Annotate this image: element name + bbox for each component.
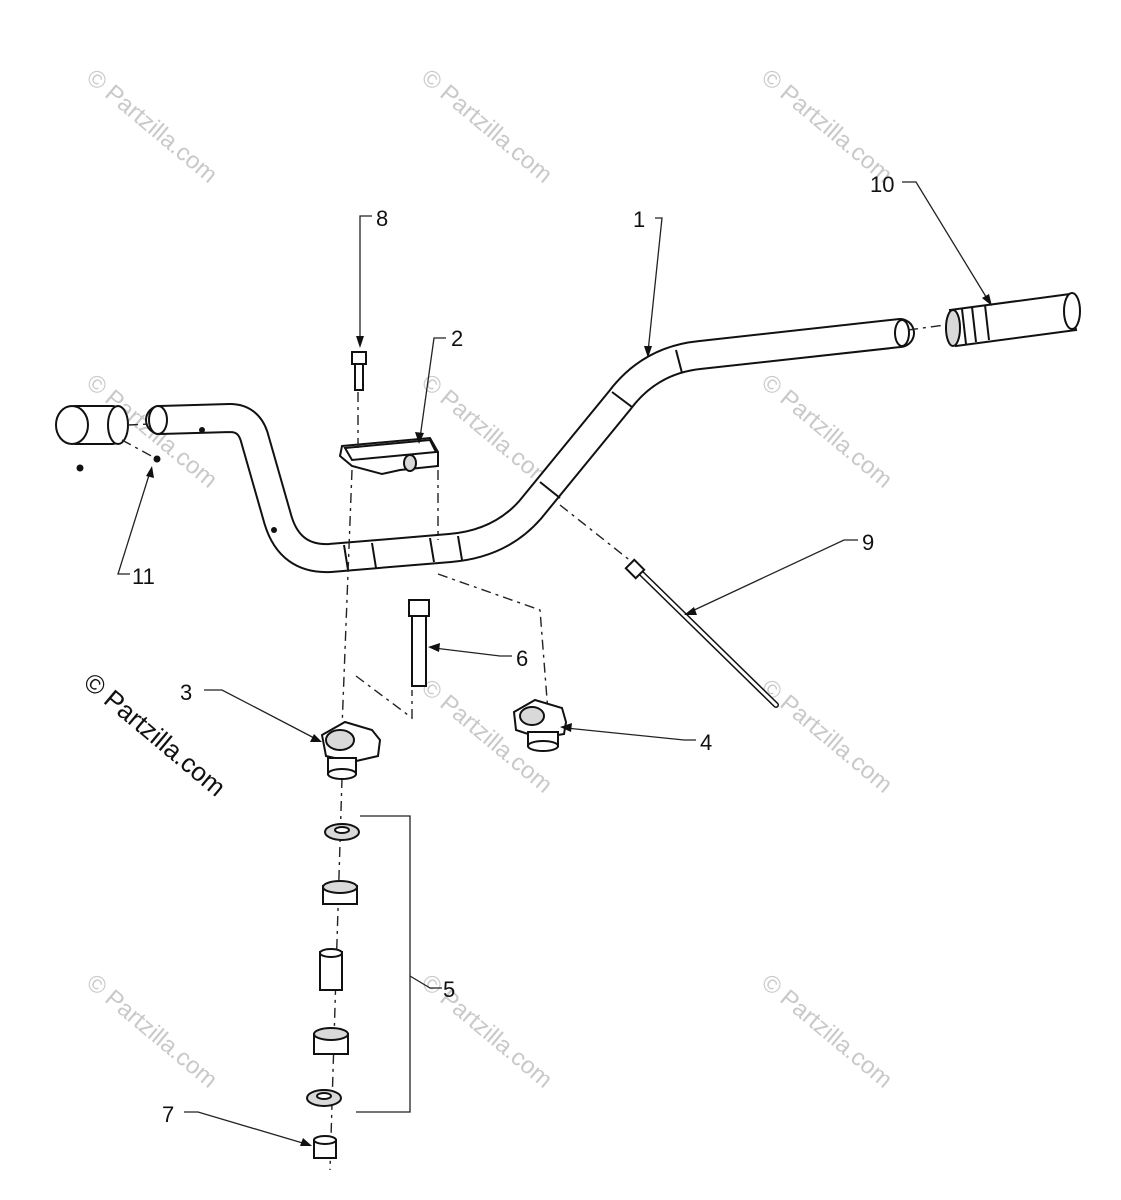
upper-clamp (338, 436, 439, 476)
callout-label-9: 9 (862, 530, 874, 555)
callout-6: 6 (428, 643, 528, 671)
lower-clamp-left (320, 720, 382, 780)
callout-8: 8 (356, 206, 388, 348)
callout-1: 1 (633, 207, 663, 358)
watermark: © Partzilla.com (756, 674, 897, 799)
callout-label-10: 10 (870, 172, 894, 197)
callout-5: 5 (409, 975, 455, 1002)
watermark-dark: © Partzilla.com (78, 667, 231, 803)
callout-7: 7 (162, 1102, 312, 1146)
callout-4: 4 (560, 723, 712, 755)
watermark: © Partzilla.com (416, 64, 557, 189)
callout-label-7: 7 (162, 1102, 174, 1127)
nut (313, 1135, 337, 1159)
callout-11: 11 (117, 466, 155, 589)
grip-right (907, 292, 1081, 348)
callout-label-5: 5 (443, 977, 455, 1002)
grip-left (55, 405, 161, 472)
bushing-kit (306, 815, 411, 1113)
lower-clamp-right (512, 698, 568, 752)
watermark: © Partzilla.com (756, 969, 897, 1094)
callout-10: 10 (870, 172, 992, 306)
callout-2: 2 (415, 326, 463, 444)
watermark-layer: © Partzilla.com © Partzilla.com © Partzi… (78, 64, 897, 1094)
callout-label-6: 6 (516, 646, 528, 671)
upper-clamp-screw (351, 351, 367, 391)
callout-label-1: 1 (633, 207, 645, 232)
callout-label-3: 3 (180, 680, 192, 705)
callout-label-4: 4 (700, 730, 712, 755)
handlebar (145, 318, 915, 574)
callout-9: 9 (684, 530, 874, 615)
callout-label-11: 11 (132, 564, 155, 589)
callout-label-8: 8 (376, 206, 388, 231)
throttle-cable (559, 504, 779, 708)
callout-3: 3 (180, 680, 322, 742)
watermark: © Partzilla.com (756, 64, 897, 189)
watermark: © Partzilla.com (81, 64, 222, 189)
clamp-bolt (408, 599, 430, 687)
watermark: © Partzilla.com (756, 369, 897, 494)
callout-label-2: 2 (451, 326, 463, 351)
watermark: © Partzilla.com (81, 969, 222, 1094)
